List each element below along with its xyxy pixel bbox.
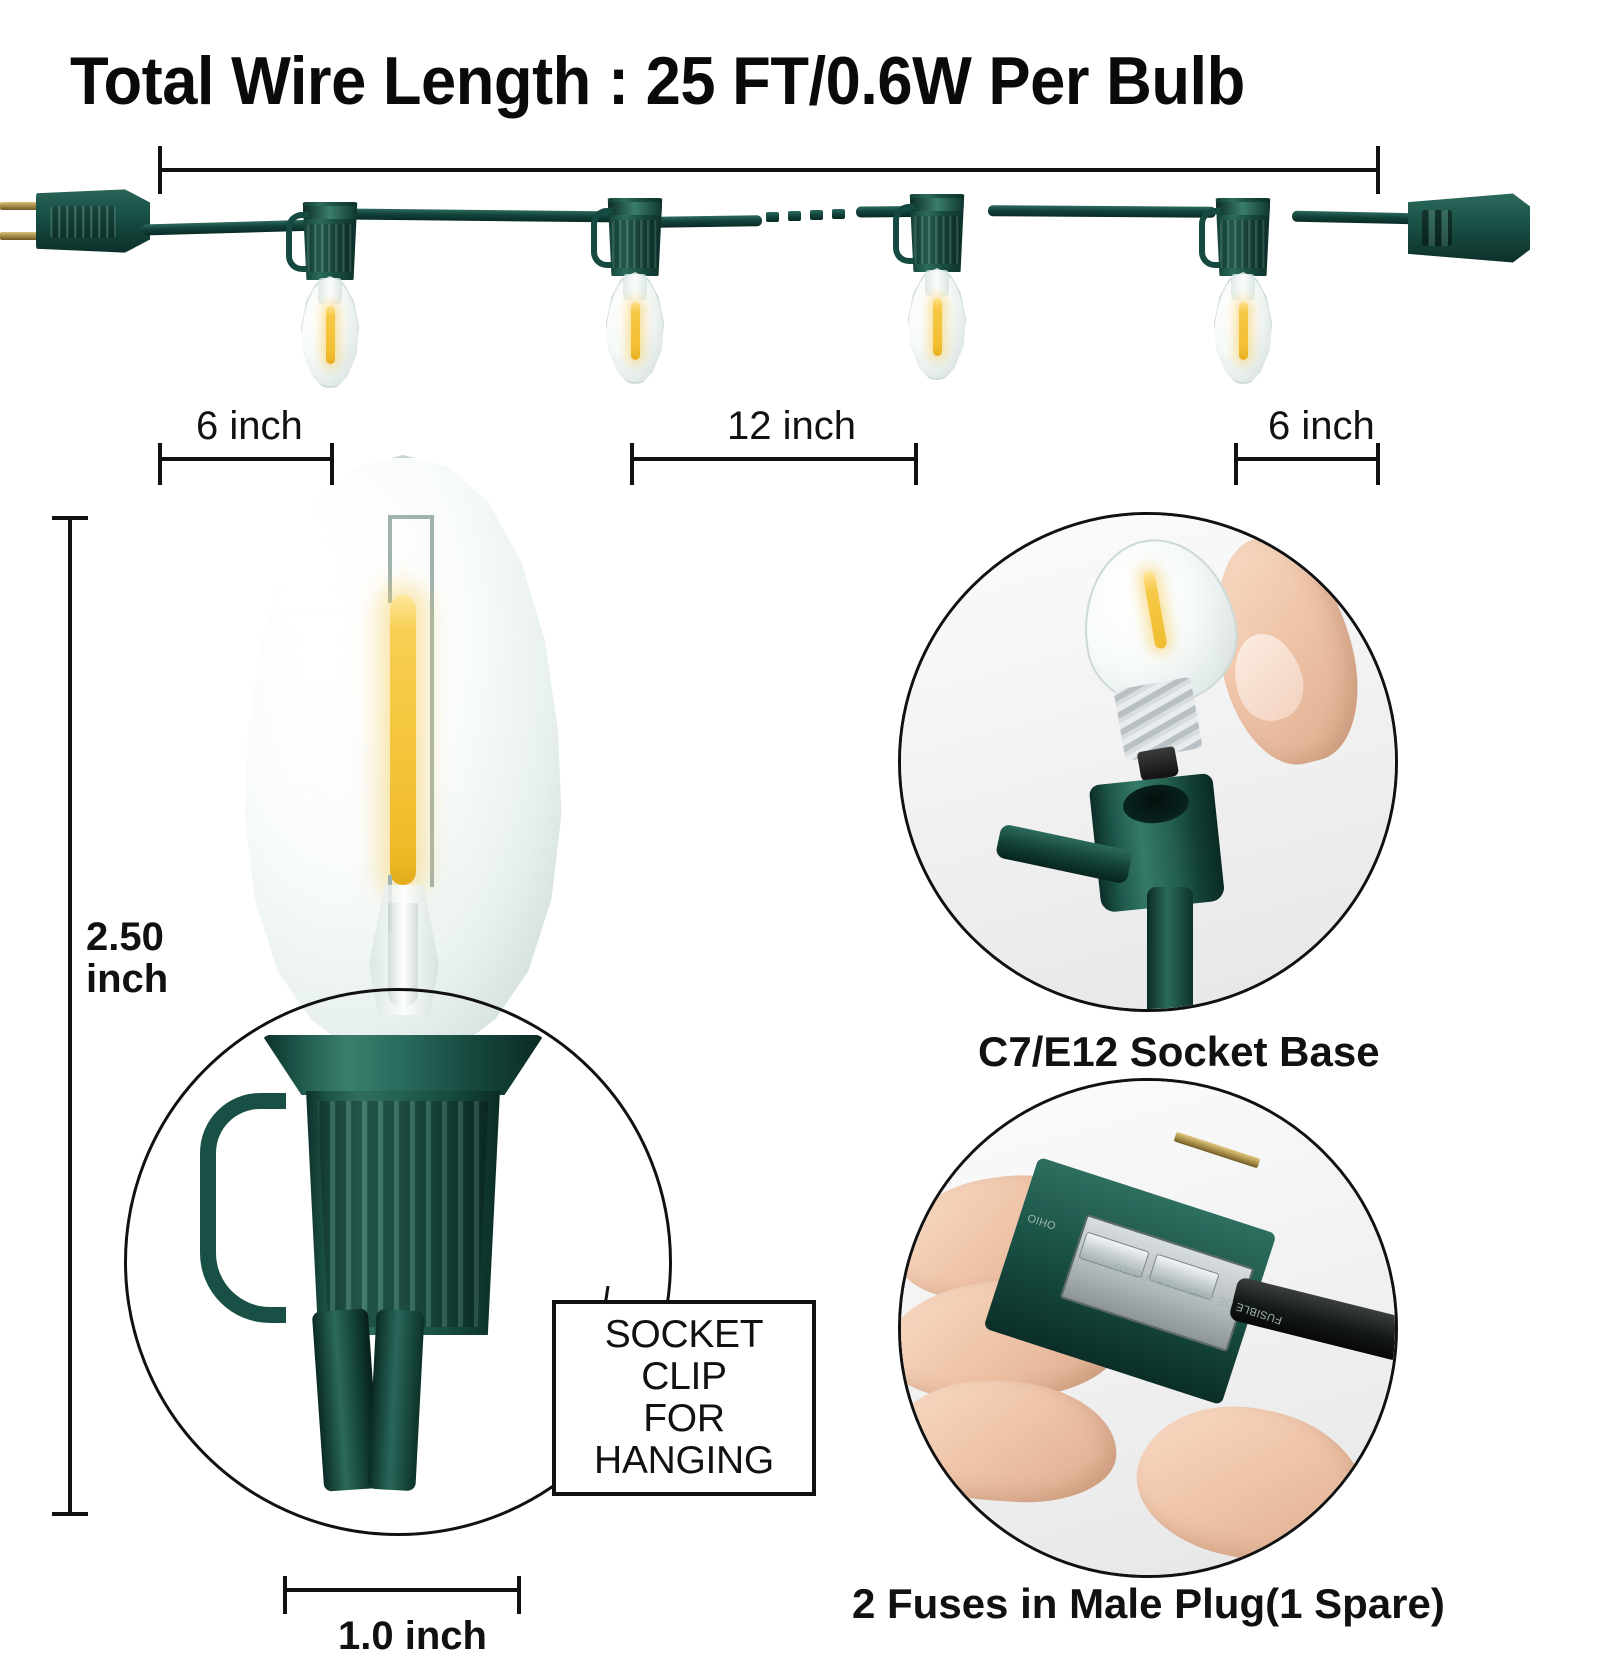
socket-ribs-4 xyxy=(1220,220,1266,268)
spacing-first-line xyxy=(158,457,334,461)
female-connector-slots xyxy=(1422,210,1452,246)
spacing-middle-tick-right xyxy=(914,443,918,485)
total-length-tick-right xyxy=(1376,146,1380,194)
spacing-middle-tick-left xyxy=(630,443,634,485)
bulb-detail-lead-right xyxy=(430,515,434,887)
fuse-caption: 2 Fuses in Male Plug(1 Spare) xyxy=(852,1580,1445,1627)
bulb-height-line xyxy=(68,516,72,1516)
bulb-height-cap-bottom xyxy=(52,1512,88,1516)
socket-1 xyxy=(302,202,358,280)
female-connector-body xyxy=(1408,193,1530,263)
socket-ribs-2 xyxy=(612,220,658,268)
socket-base-wire-down xyxy=(1147,887,1193,1009)
female-connector xyxy=(1408,192,1530,264)
spacing-middle-label: 12 inch xyxy=(727,404,856,448)
socket-clip-callout-box: SOCKET CLIP FOR HANGING xyxy=(552,1300,816,1497)
socket-base-photo-circle xyxy=(898,512,1398,1012)
socket-ribs-1 xyxy=(307,224,353,272)
bulb-3 xyxy=(906,268,968,380)
spacing-middle-line xyxy=(630,457,918,461)
bulb-4 xyxy=(1212,272,1274,384)
socket-ribs-3 xyxy=(914,216,960,264)
bulb-detail-illustration xyxy=(238,455,568,1055)
plug-prong-lower xyxy=(0,232,46,240)
socket-clip-line-1: SOCKET CLIP xyxy=(604,1313,764,1399)
wire-segment-6 xyxy=(1291,210,1419,225)
bulb-detail-lead-top xyxy=(388,515,434,519)
spacing-first-label: 6 inch xyxy=(196,404,303,448)
spacing-last-line xyxy=(1234,457,1380,461)
male-plug-ribs xyxy=(50,206,116,238)
bulb-neck-3 xyxy=(925,270,949,296)
bulb-filament-1 xyxy=(325,306,335,364)
wire-segment-5 xyxy=(987,205,1217,218)
bulb-neck-4 xyxy=(1231,274,1255,300)
bulb-neck-2 xyxy=(623,274,647,300)
socket-4 xyxy=(1215,198,1271,276)
bulb-detail-lead-left xyxy=(388,517,392,603)
total-length-line xyxy=(158,168,1380,172)
bulb-detail-highlight xyxy=(272,511,346,811)
socket-width-tick-left xyxy=(283,1576,287,1614)
socket-clip-3 xyxy=(893,204,915,264)
bulb-detail-filament xyxy=(390,595,416,885)
bulb-filament-4 xyxy=(1238,302,1248,360)
male-plug xyxy=(0,188,150,254)
socket-clip-2 xyxy=(591,208,613,268)
socket-width-tick-right xyxy=(517,1576,521,1614)
spacing-first-tick-left xyxy=(158,443,162,485)
socket-clip-line-2: FOR HANGING xyxy=(594,1397,774,1483)
spacing-last-label: 6 inch xyxy=(1268,404,1375,448)
bulb-filament-3 xyxy=(932,298,942,356)
socket-base-caption: C7/E12 Socket Base xyxy=(978,1028,1380,1075)
bulb-height-value: 2.50 xyxy=(86,915,164,959)
string-light-strand xyxy=(0,160,1600,410)
bulb-1 xyxy=(299,276,361,388)
spacing-first-tick-right xyxy=(330,443,334,485)
bulb-filament-2 xyxy=(630,302,640,360)
socket-3 xyxy=(909,194,965,272)
socket-width-label: 1.0 inch xyxy=(338,1614,487,1658)
fuse-photo-circle: OHIO FUSIBLE DE 3A EN REEMPLAZO xyxy=(898,1078,1398,1578)
socket-2 xyxy=(607,198,663,276)
wire-segment-2 xyxy=(351,208,621,223)
wire-segment-3 xyxy=(651,215,763,228)
socket-clip-1 xyxy=(286,212,308,272)
bulb-neck-1 xyxy=(318,278,342,304)
socket-width-line xyxy=(283,1588,521,1592)
male-plug-body xyxy=(36,189,150,253)
bulb-height-unit: inch xyxy=(86,957,169,1001)
socket-detail-circle xyxy=(124,988,672,1536)
page-title: Total Wire Length : 25 FT/0.6W Per Bulb xyxy=(70,43,1245,119)
plug-prong-upper xyxy=(0,202,46,210)
bulb-2 xyxy=(604,272,666,384)
spacing-last-tick-left xyxy=(1234,443,1238,485)
socket-clip-4 xyxy=(1199,208,1221,268)
spacing-last-tick-right xyxy=(1376,443,1380,485)
